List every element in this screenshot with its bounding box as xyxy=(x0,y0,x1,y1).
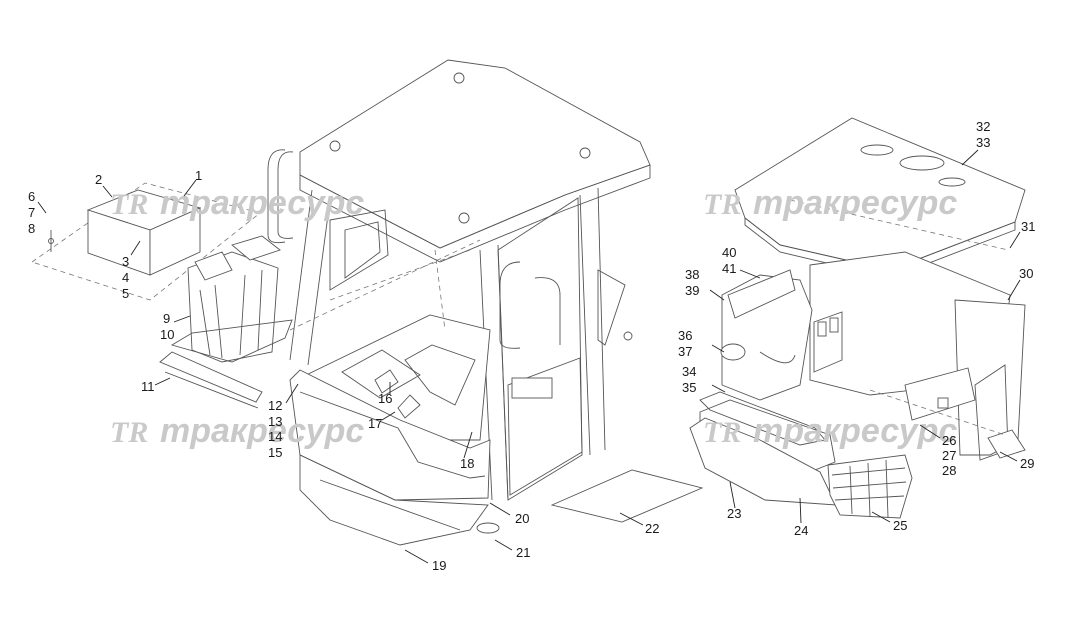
callout-4: 4 xyxy=(122,270,129,285)
callout-8: 8 xyxy=(28,221,35,236)
callout-33: 33 xyxy=(976,135,990,150)
svg-text:тракресурс: тракресурс xyxy=(160,412,364,450)
callout-40: 40 xyxy=(722,245,736,260)
watermark-3: TR тракресурс xyxy=(110,412,364,450)
callout-12: 12 xyxy=(268,398,282,413)
callout-24: 24 xyxy=(794,523,808,538)
callout-29: 29 xyxy=(1020,456,1034,471)
svg-text:TR: TR xyxy=(110,188,148,221)
callout-30: 30 xyxy=(1019,266,1033,281)
callout-22: 22 xyxy=(645,521,659,536)
callout-31: 31 xyxy=(1021,219,1035,234)
callout-39: 39 xyxy=(685,283,699,298)
callout-28: 28 xyxy=(942,463,956,478)
callout-16: 16 xyxy=(378,391,392,406)
callout-5: 5 xyxy=(122,286,129,301)
callout-34: 34 xyxy=(682,364,696,379)
callout-labels: 1 2 3 4 5 6 7 8 9 10 11 12 13 14 15 16 1… xyxy=(28,119,1035,573)
callout-6: 6 xyxy=(28,189,35,204)
callout-21: 21 xyxy=(516,545,530,560)
callout-41: 41 xyxy=(722,261,736,276)
callout-20: 20 xyxy=(515,511,529,526)
watermark-1: TR тракресурс xyxy=(110,184,364,222)
callout-15: 15 xyxy=(268,445,282,460)
trim-panel xyxy=(159,351,263,403)
callout-37: 37 xyxy=(678,344,692,359)
callout-13: 13 xyxy=(268,414,282,429)
callout-23: 23 xyxy=(727,506,741,521)
callout-17: 17 xyxy=(368,416,382,431)
callout-10: 10 xyxy=(160,327,174,342)
callout-18: 18 xyxy=(460,456,474,471)
interior-trim-assembly xyxy=(689,117,1026,519)
svg-text:тракресурс: тракресурс xyxy=(160,184,364,222)
callout-2: 2 xyxy=(95,172,102,187)
watermark-2: TR тракресурс xyxy=(703,184,957,222)
callout-38: 38 xyxy=(685,267,699,282)
callout-19: 19 xyxy=(432,558,446,573)
callout-35: 35 xyxy=(682,380,696,395)
leader-lines xyxy=(37,149,1021,564)
callout-3: 3 xyxy=(122,254,129,269)
svg-text:тракресурс: тракресурс xyxy=(753,412,957,450)
callout-7: 7 xyxy=(28,205,35,220)
box-and-filter-assembly xyxy=(31,182,293,363)
callout-9: 9 xyxy=(163,311,170,326)
callout-27: 27 xyxy=(942,448,956,463)
floor-mat xyxy=(550,469,704,523)
callout-1: 1 xyxy=(195,168,202,183)
svg-text:TR: TR xyxy=(703,188,741,221)
cab-assembly xyxy=(267,59,651,546)
watermark-4: TR тракресурс xyxy=(703,412,957,450)
callout-14: 14 xyxy=(268,429,282,444)
callout-25: 25 xyxy=(893,518,907,533)
callout-36: 36 xyxy=(678,328,692,343)
callout-26: 26 xyxy=(942,433,956,448)
svg-text:TR: TR xyxy=(110,416,148,449)
callout-11: 11 xyxy=(141,379,155,394)
svg-text:TR: TR xyxy=(703,416,741,449)
svg-text:тракресурс: тракресурс xyxy=(753,184,957,222)
callout-32: 32 xyxy=(976,119,990,134)
